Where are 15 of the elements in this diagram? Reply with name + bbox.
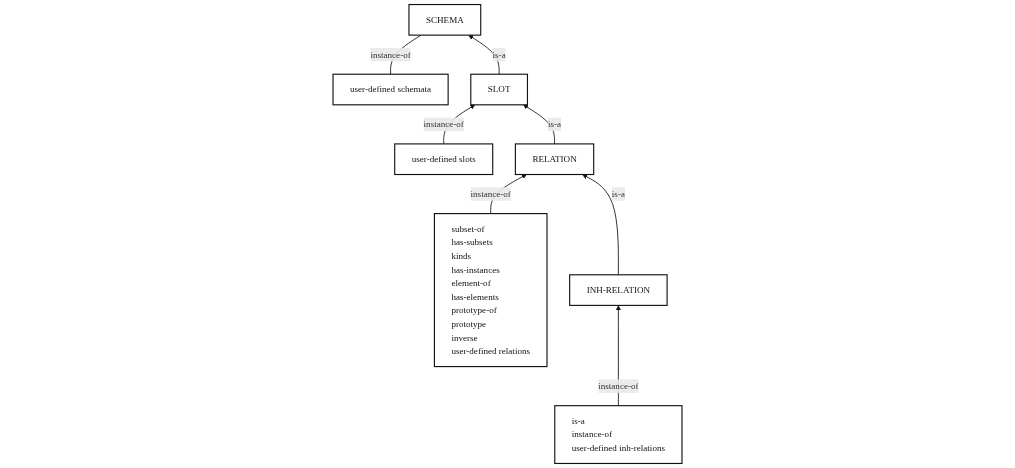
edge-label: is-a [547, 119, 562, 129]
node-box: SCHEMA [408, 3, 482, 36]
node-box: INH-RELATION [569, 274, 668, 306]
edge-label: instance-of [370, 49, 411, 60]
node-box: user-defined slots [394, 143, 494, 176]
edge-label: is-a [492, 49, 506, 60]
node-box: RELATION [514, 143, 595, 176]
node-box: subset-of has-subsets kinds has-instances element-of has-elements prototype-of prototype inverse user-defined relations [433, 213, 548, 368]
edge-label: instance-of [470, 188, 511, 199]
edge-label: is-a [611, 188, 625, 199]
node-box: SLOT [470, 73, 528, 106]
node-box: user-defined schemata [332, 73, 449, 106]
edge-label: instance-of [598, 381, 639, 391]
node-box: is-a instance-of user-defined inh-relations [554, 405, 683, 465]
edge-label: instance-of [423, 119, 464, 129]
